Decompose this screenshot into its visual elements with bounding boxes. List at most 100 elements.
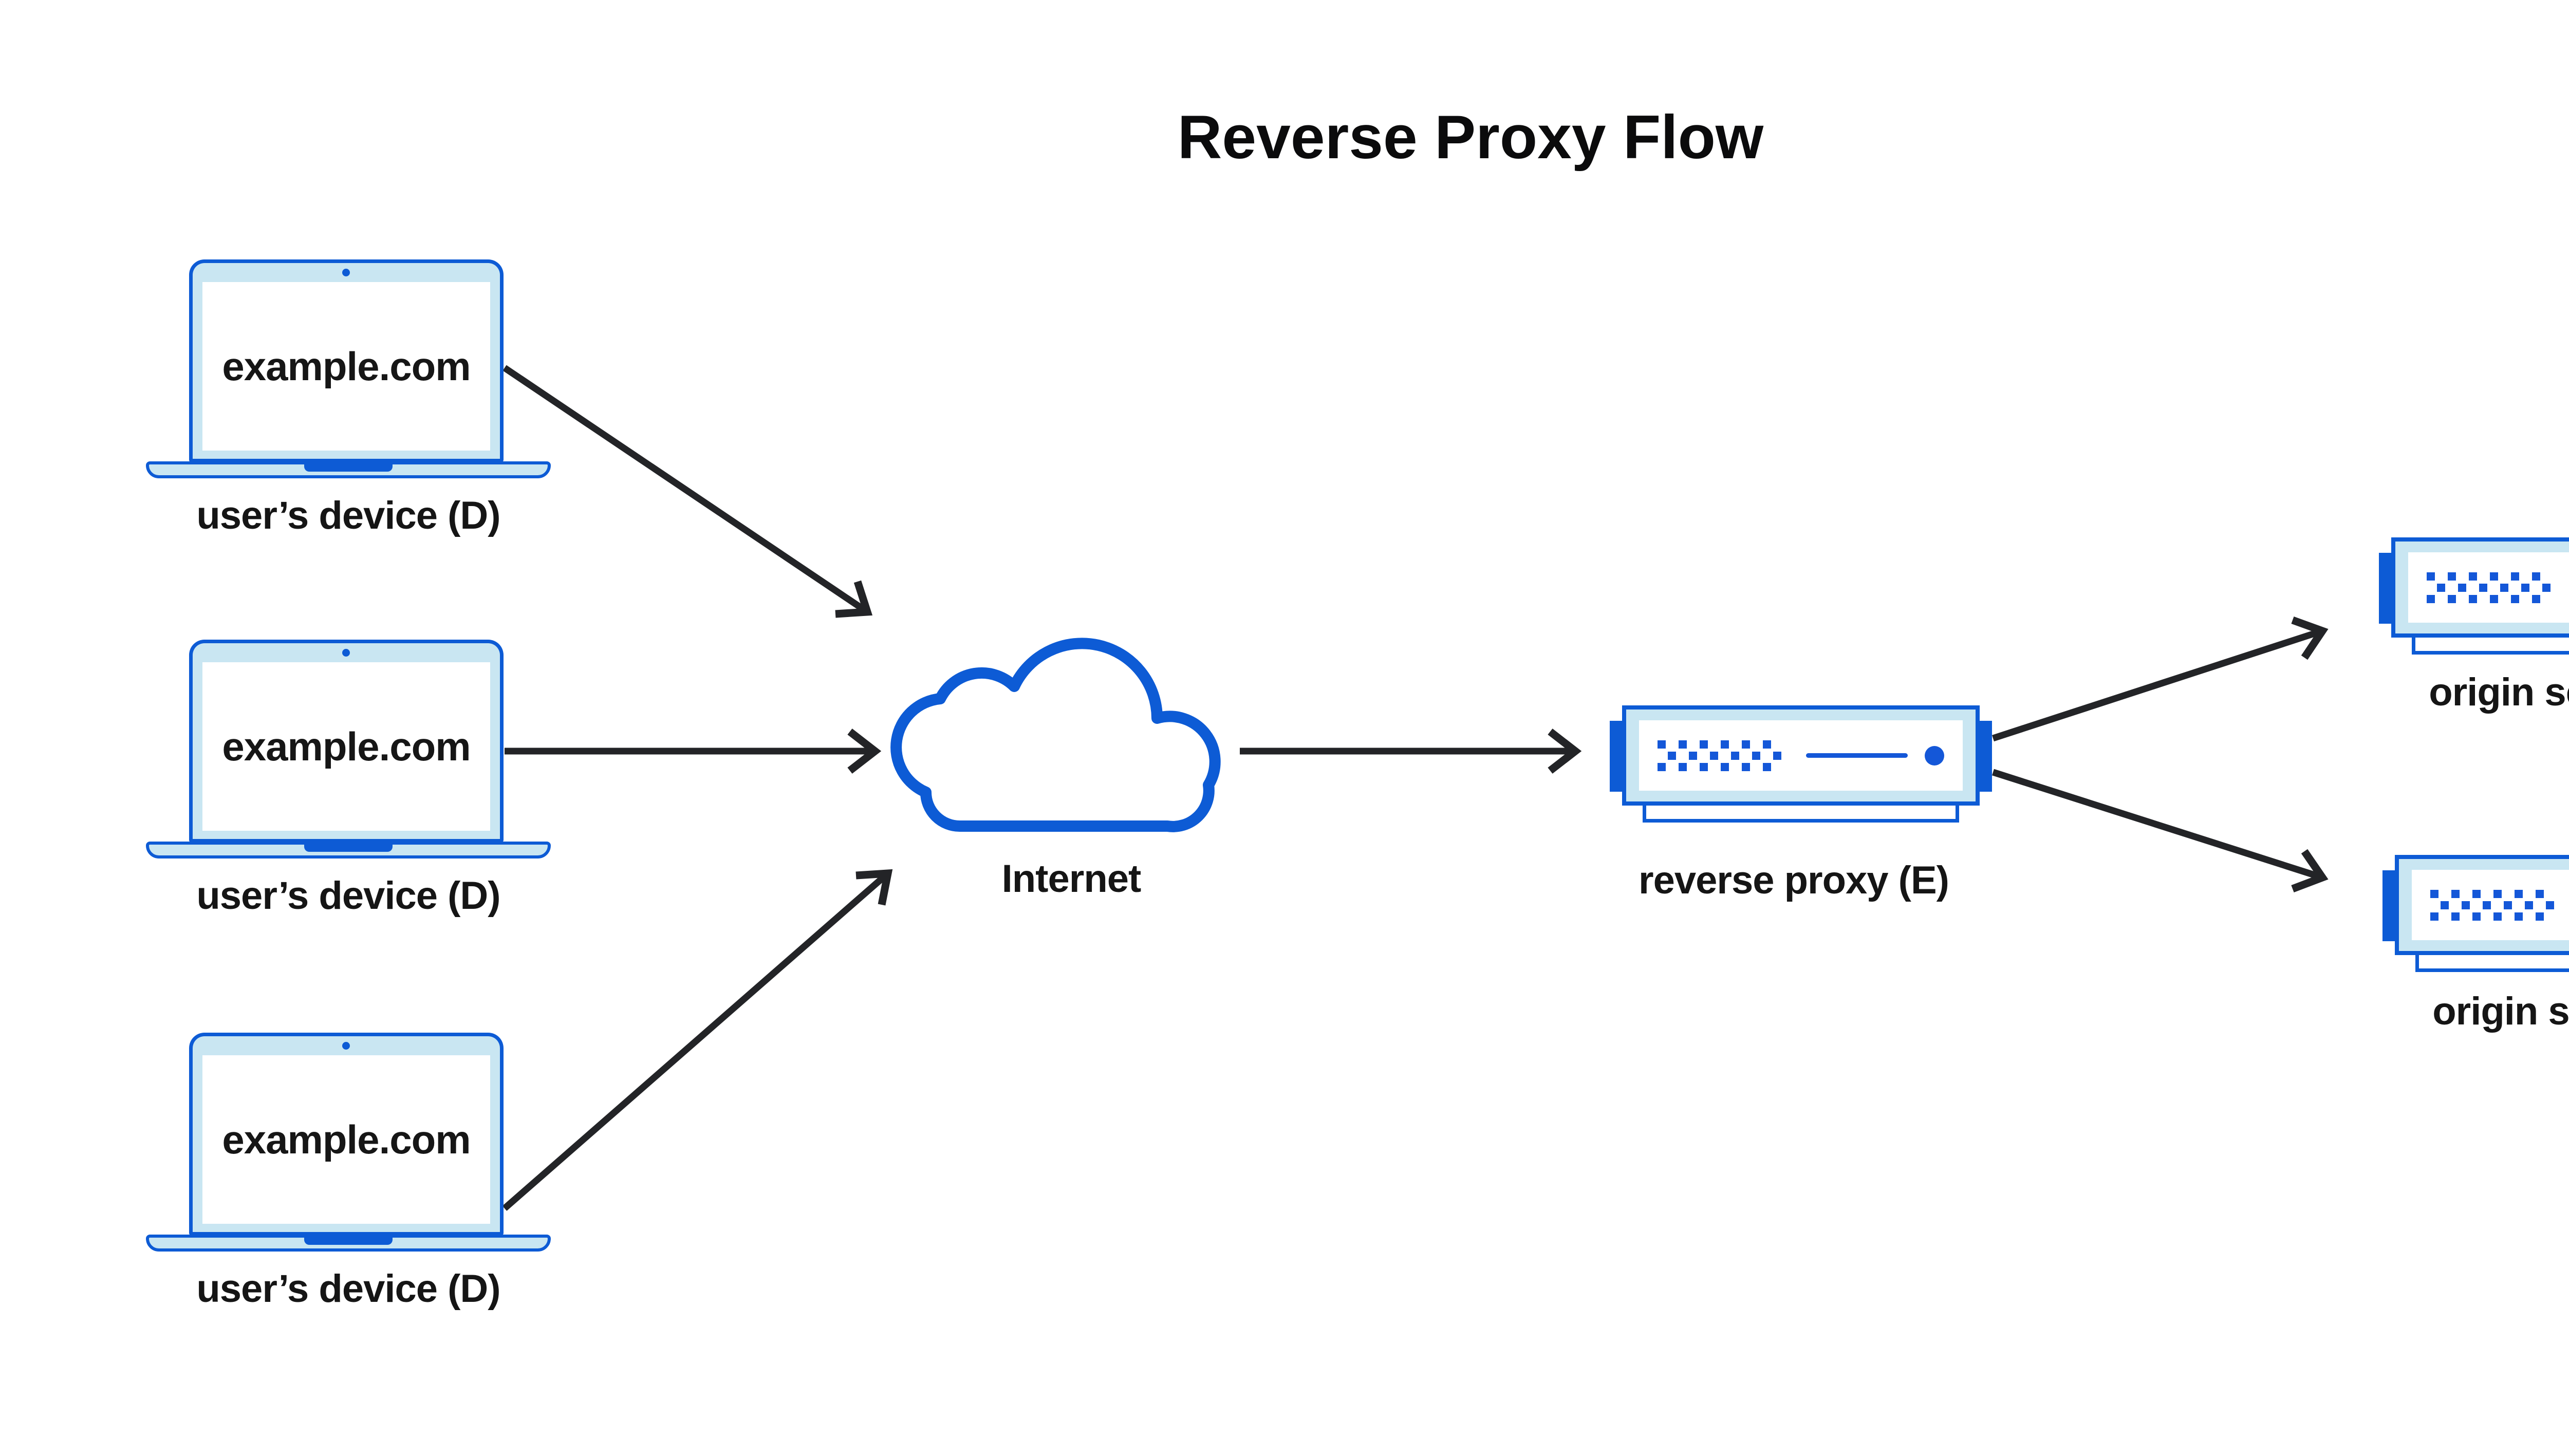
vent-dot — [2469, 572, 2477, 581]
laptop-lid: example.com — [189, 1033, 504, 1236]
vent-dot — [1710, 752, 1718, 760]
laptop-screen: example.com — [202, 662, 490, 831]
vent-dot — [1773, 752, 1781, 760]
device-label: user’s device (D) — [196, 1267, 500, 1311]
vent-dot — [2458, 584, 2466, 592]
vent-dot — [1679, 763, 1687, 771]
laptop-base — [146, 461, 551, 478]
laptop-screen: example.com — [202, 1055, 490, 1224]
user-device-1: example.com user’s device (D) — [146, 259, 551, 547]
vent-dot — [1700, 740, 1708, 749]
vent-dot — [2493, 912, 2502, 921]
vent-dot — [2532, 595, 2540, 603]
vent-dot — [2448, 572, 2456, 581]
device-label: user’s device (D) — [196, 494, 500, 537]
vent-dot — [2469, 595, 2477, 603]
vent-dot — [2462, 901, 2470, 909]
vent-dot — [2521, 584, 2529, 592]
screen-url-text: example.com — [222, 723, 471, 769]
vent-dot — [1742, 740, 1750, 749]
vent-dot — [2441, 901, 2449, 909]
laptop-notch — [304, 844, 393, 852]
vent-dot — [2437, 584, 2445, 592]
vent-dot — [1731, 752, 1739, 760]
internet-cloud-icon — [890, 638, 1221, 832]
origin-server-1-label: origin server (F) — [2429, 670, 2569, 714]
laptop-notch — [304, 1237, 393, 1245]
origin-server-2 — [2382, 855, 2569, 978]
server-chassis — [1622, 705, 1980, 806]
vent-dot — [1679, 740, 1687, 749]
vent-dot — [2427, 595, 2435, 603]
vent-dot — [2472, 890, 2481, 898]
vent-dot — [1721, 763, 1729, 771]
vent-dot — [2546, 901, 2554, 909]
internet-label: Internet — [1001, 857, 1142, 901]
vent-dot — [2536, 912, 2544, 921]
vent-dot — [1763, 740, 1771, 749]
device-label: user’s device (D) — [196, 874, 500, 918]
server-slot-icon — [1806, 753, 1908, 758]
vent-dot — [2472, 912, 2481, 921]
arrow-internet-to-proxy — [1240, 729, 1582, 774]
vent-dot — [1742, 763, 1750, 771]
server-vents-icon — [1658, 740, 1781, 771]
vent-dot — [2511, 572, 2519, 581]
vent-dot — [2504, 901, 2512, 909]
laptop-base — [146, 842, 551, 858]
vent-dot — [2479, 584, 2487, 592]
laptop-lid: example.com — [189, 259, 504, 462]
reverse-proxy-label: reverse proxy (E) — [1639, 858, 1949, 902]
camera-icon — [342, 649, 350, 657]
vent-dot — [2448, 595, 2456, 603]
reverse-proxy-server — [1610, 705, 1992, 829]
user-device-3: example.com user’s device (D) — [146, 1033, 551, 1320]
vent-dot — [2536, 890, 2544, 898]
vent-dot — [2542, 584, 2551, 592]
screen-url-text: example.com — [222, 1116, 471, 1162]
vent-dot — [2532, 572, 2540, 581]
server-front-panel — [2412, 870, 2569, 940]
vent-dot — [2483, 901, 2491, 909]
arrow-proxy-to-origin2 — [1992, 769, 2329, 893]
vent-dot — [1689, 752, 1697, 760]
vent-dot — [2430, 890, 2438, 898]
vent-dot — [2427, 572, 2435, 581]
server-front-panel — [2408, 552, 2569, 623]
server-vents-icon — [2430, 890, 2554, 921]
arrow-proxy-to-origin1 — [1991, 616, 2329, 742]
vent-dot — [2490, 595, 2498, 603]
page-title: Reverse Proxy Flow — [1177, 103, 1764, 172]
server-power-light-icon — [1925, 746, 1944, 766]
laptop-lid: example.com — [189, 640, 504, 843]
origin-server-2-label: origin server (F) — [2432, 990, 2569, 1033]
server-vents-icon — [2427, 572, 2551, 603]
arrow-device3-to-internet — [502, 869, 893, 1211]
vent-dot — [2451, 890, 2460, 898]
vent-dot — [2500, 584, 2508, 592]
vent-dot — [2451, 912, 2460, 921]
vent-dot — [2515, 912, 2523, 921]
vent-dot — [1668, 752, 1676, 760]
server-front-panel — [1639, 720, 1963, 791]
vent-dot — [2525, 901, 2533, 909]
vent-dot — [1658, 763, 1666, 771]
vent-dot — [1752, 752, 1760, 760]
origin-server-1 — [2379, 537, 2569, 661]
arrow-device1-to-internet — [502, 365, 873, 618]
user-device-2: example.com user’s device (D) — [146, 640, 551, 927]
vent-dot — [1763, 763, 1771, 771]
screen-url-text: example.com — [222, 343, 471, 389]
vent-dot — [2490, 572, 2498, 581]
laptop-base — [146, 1235, 551, 1252]
vent-dot — [2493, 890, 2502, 898]
vent-dot — [1658, 740, 1666, 749]
vent-dot — [2511, 595, 2519, 603]
vent-dot — [1721, 740, 1729, 749]
server-chassis — [2391, 537, 2569, 638]
vent-dot — [1700, 763, 1708, 771]
vent-dot — [2430, 912, 2438, 921]
laptop-screen: example.com — [202, 282, 490, 451]
vent-dot — [2515, 890, 2523, 898]
